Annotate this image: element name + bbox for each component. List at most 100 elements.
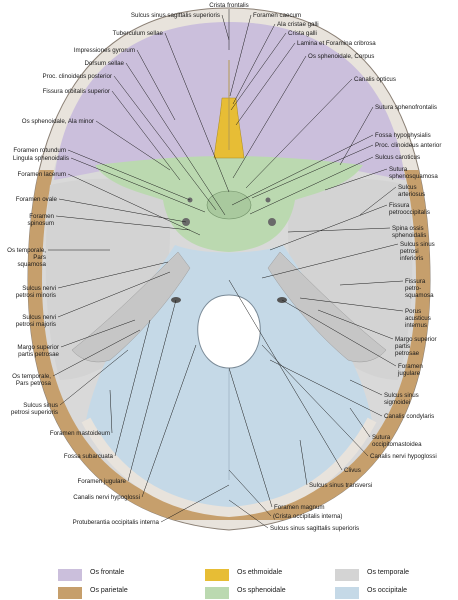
leader-crista-galli (230, 32, 287, 111)
label-margo-superior-right-2: partis (395, 343, 410, 350)
leader-lamina-et-foramina-cribrosa (235, 42, 296, 126)
label-canalis-nervi-hypoglossi-right: Canalis nervi hypoglossi (370, 453, 437, 460)
leader-clivus (228, 279, 343, 471)
label-foramen-spinosum-1: Foramen (29, 213, 54, 220)
label-fossa-hypophysialis: Fossa hypophysialis (375, 132, 431, 139)
label-canalis-opticus: Canalis opticus (354, 76, 396, 83)
label-sulcus-sinus-sagittalis-superioris-bottom: Sulcus sinus sagittalis superioris (270, 525, 359, 532)
label-canalis-condylaris: Canalis condylaris (384, 413, 434, 420)
legend-label: Os ethmoidale (237, 569, 283, 576)
leader-proc-clinoideus-posterior (113, 75, 217, 211)
label-crista-frontalis: Crista frontalis (209, 2, 249, 9)
label-sulcus-caroticus: Sulcus caroticus (375, 154, 420, 161)
leader-fossa-hypophysialis (231, 134, 374, 206)
label-os-temporale-pars-petrosa-2: Pars petrosa (16, 380, 52, 387)
label-sutura-occipitomastoidea-2: occipitomastoidea (372, 441, 422, 448)
legend-swatch (58, 587, 82, 599)
leader-fissura-orbitalis-superior (111, 90, 181, 181)
leader-fissura-petrooccipitalis-1 (269, 204, 388, 251)
label-sulcus-sinus-petrosi-inferioris-1: Sulcus sinus (400, 241, 435, 248)
leader-sulcus-caroticus (249, 156, 374, 215)
leader-canalis-condylaris (269, 359, 383, 417)
leader-lingula-sphenoidalis (70, 157, 206, 213)
leader-spina-ossis-sphenoidalis-1 (287, 227, 391, 233)
label-foramen-jugulare-right-2: jugulare (397, 370, 421, 377)
label-margo-superior-left-1: Margo superior (17, 344, 59, 351)
leader-proc-clinoideus-anterior (251, 144, 374, 199)
label-os-sphenoidale-ala-minor: Os sphenoidale, Ala minor (22, 118, 94, 125)
legend-swatch (205, 587, 229, 599)
label-lamina-et-foramina-cribrosa: Lamina et Foramina cribrosa (297, 40, 376, 47)
leader-sulcus-nervi-petrosi-majoris-1 (57, 271, 171, 318)
leader-os-temporale-pars-petrosa-1 (52, 329, 141, 377)
label-foramen-magnum: Foramen magnum (274, 504, 325, 511)
label-ala-cristae-galli: Ala cristae galli (277, 21, 319, 28)
leader-foramen-jugulare-left (127, 299, 177, 482)
label-sulcus-sinus-petrosi-superioris-1: Sulcus sinus (23, 402, 58, 409)
label-porus-acusticus-internus-1: Porus (405, 308, 421, 315)
label-os-sphenoidale-corpus: Os sphenoidale, Corpus (308, 53, 374, 60)
legend-swatch (335, 587, 359, 599)
leader-sulcus-nervi-petrosi-minoris-1 (57, 261, 169, 289)
label-sutura-occipitomastoidea-1: Sutura (372, 434, 391, 441)
label-foramen-caecum: Foramen caecum (253, 12, 301, 19)
label-sulcus-nervi-petrosi-minoris-1: Sulcus nervi (22, 285, 56, 292)
leader-crista-occipitalis-interna (228, 469, 272, 517)
foramen-rotundum-right-mark (265, 197, 271, 203)
label-foramen-jugulare-right-1: Foramen (398, 363, 423, 370)
label-tuberculum-sellae: Tuberculum sellae (113, 30, 164, 37)
leader-sulcus-sinus-petrosi-superioris-1 (59, 349, 129, 406)
occipital-inner-rim (81, 417, 377, 518)
leader-sutura-occipitomastoidea-1 (349, 407, 371, 438)
leader-fissura-petrosquamosa-1 (339, 280, 404, 286)
label-os-temporale-pars-squamosa-2: Pars (33, 254, 46, 261)
leader-foramen-lacerum (67, 173, 201, 236)
label-proc-clinoideus-anterior: Proc. clinoideus anterior (375, 142, 441, 149)
label-sutura-sphenosquamosa-1: Sutura (389, 166, 408, 173)
leader-sutura-sphenofrontalis (339, 106, 374, 166)
label-sulcus-sinus-transversi: Sulcus sinus transversi (309, 482, 372, 489)
label-crista-occipitalis-interna: (Crista occipitalis interna) (273, 513, 342, 520)
pars-petrosa-right (267, 251, 387, 363)
label-fissura-petrooccipitalis-1: Fissura (389, 202, 410, 209)
leader-margo-superior-left-1 (60, 319, 136, 348)
leader-foramen-rotundum (67, 149, 191, 201)
legend-label: Os temporale (367, 569, 410, 576)
label-protuberantia-occipitalis-interna: Protuberantia occipitalis interna (73, 519, 160, 526)
leader-protuberantia-occipitalis-interna (160, 484, 230, 523)
legend-label: Os frontale (90, 569, 125, 576)
label-sulcus-sinus-sigmoidei-2: sigmoidei (384, 399, 410, 406)
leader-fossa-subarcuata (114, 319, 151, 457)
label-crista-galli: Crista galli (288, 30, 317, 37)
leader-os-sphenoidale-ala-minor (95, 120, 171, 171)
foramen-magnum-mark (197, 294, 261, 369)
label-sulcus-arteriosus-2: arteriosus (398, 191, 425, 198)
label-margo-superior-right-3: petrosae (395, 350, 420, 357)
label-spina-ossis-sphenoidalis-1: Spina ossis (392, 225, 424, 232)
leader-canalis-opticus (245, 78, 353, 189)
foramen-ovale-right-mark (268, 218, 276, 226)
leader-lines (48, 9, 404, 529)
label-sutura-sphenofrontalis: Sutura sphenofrontalis (375, 104, 437, 111)
label-fissura-petrosquamosa-3: squamosa (405, 292, 434, 299)
leader-impressiones-gyrorum (136, 49, 176, 121)
label-foramen-mastoideum: Foramen mastoideum (50, 430, 110, 437)
leader-dorsum-sellae (125, 62, 226, 216)
sella-turcica (206, 190, 252, 220)
legend-label: Os sphenoidale (237, 587, 286, 594)
leader-sulcus-arteriosus-1 (359, 186, 397, 216)
legend-swatch (58, 569, 82, 581)
label-clivus: Clivus (344, 467, 361, 474)
leader-sulcus-sinus-transversi (299, 439, 308, 486)
label-margo-superior-right-1: Margo superior (395, 336, 437, 343)
label-sutura-sphenosquamosa-2: sphenosquamosa (389, 173, 438, 180)
label-foramen-jugulare-left: Foramen jugulare (78, 478, 127, 485)
leader-os-sphenoidale-corpus (232, 55, 307, 179)
legend-swatch (205, 569, 229, 581)
label-spina-ossis-sphenoidalis-2: sphenoidalis (392, 232, 426, 239)
label-foramen-rotundum: Foramen rotundum (13, 147, 66, 154)
leader-sutura-sphenosquamosa-1 (324, 168, 388, 191)
leader-sulcus-sinus-sigmoidei-1 (349, 379, 383, 396)
leader-foramen-mastoideum (109, 389, 113, 434)
